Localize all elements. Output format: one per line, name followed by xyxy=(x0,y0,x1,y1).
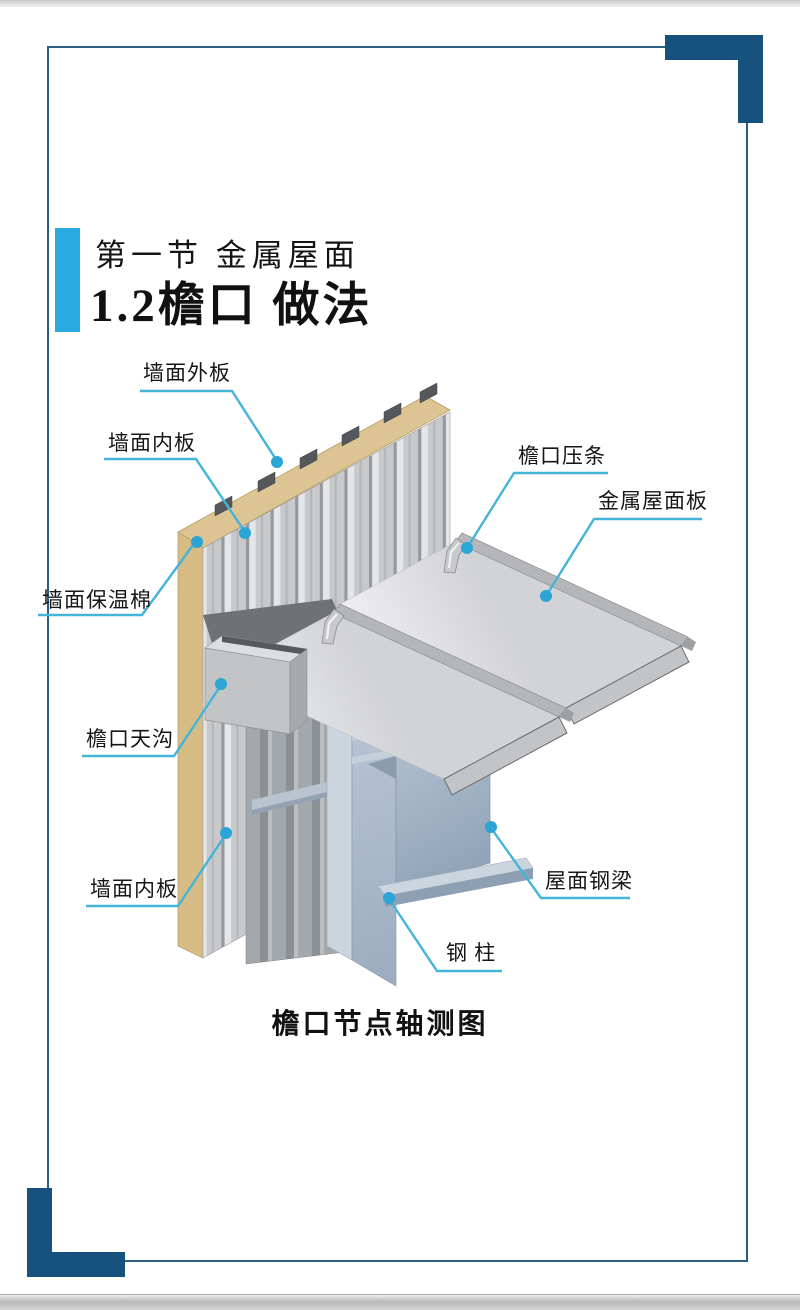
leader-line xyxy=(465,471,608,549)
roof-panel-upper-end-flap xyxy=(565,645,690,725)
leader-dot xyxy=(540,590,552,602)
column-stiffener-gusset xyxy=(368,756,396,779)
leader-line xyxy=(86,833,227,908)
corner-accent-top-right xyxy=(665,35,763,123)
leader-dot xyxy=(383,892,395,904)
leader-dot xyxy=(215,678,227,690)
part-label: 墙面外板 xyxy=(143,361,231,385)
column-stiffener-shelf xyxy=(352,749,396,764)
leader-line xyxy=(38,540,197,617)
steel-column xyxy=(326,699,397,987)
part-label: 檐口天沟 xyxy=(86,727,174,751)
part-label: 金属屋面板 xyxy=(598,489,708,513)
gutter-right-face xyxy=(289,648,308,735)
roof-panel-upper-seam-end xyxy=(681,637,696,651)
part-label: 檐口压条 xyxy=(518,444,606,468)
curl-highlight-lower xyxy=(326,613,338,640)
leader-line xyxy=(140,389,279,462)
diagram-caption: 檐口节点轴测图 xyxy=(271,1009,489,1040)
leader-dot xyxy=(220,827,232,839)
page-frame xyxy=(47,46,748,1262)
curl-highlight-upper xyxy=(448,542,460,569)
roof-panel-lower-end-flap xyxy=(443,716,568,796)
part-label: 墙面内板 xyxy=(108,431,196,455)
leader-dot xyxy=(485,821,497,833)
corner-accent-bottom-left xyxy=(27,1188,125,1277)
leader-line xyxy=(104,457,246,533)
leader-dot xyxy=(239,527,251,539)
leader-dot xyxy=(191,536,203,548)
section-title: 第一节 金属屋面 xyxy=(95,238,360,273)
part-label: 钢 柱 xyxy=(446,941,496,965)
part-label: 墙面内板 xyxy=(90,877,178,901)
leader-dot xyxy=(461,542,473,554)
part-label: 墙面保温棉 xyxy=(42,588,152,612)
wall-outer-panel-ribs xyxy=(214,382,438,517)
eave-gutter xyxy=(204,635,308,735)
page-title: 1.2檐口 做法 xyxy=(90,280,373,332)
column-flange-edge xyxy=(326,699,353,961)
part-label: 屋面钢梁 xyxy=(545,869,633,893)
title-accent-bar xyxy=(55,228,80,332)
roof-panel-lower-seam-end xyxy=(559,708,574,722)
leader-line xyxy=(544,517,702,597)
leader-line xyxy=(82,684,223,758)
gutter-inner-slot xyxy=(222,636,307,655)
leader-line xyxy=(490,827,630,900)
leader-dot xyxy=(271,456,283,468)
photo-edge-bottom xyxy=(0,1294,800,1310)
beam-flange-face xyxy=(385,868,533,907)
photo-edge-top xyxy=(0,0,800,7)
leader-line xyxy=(388,898,502,973)
